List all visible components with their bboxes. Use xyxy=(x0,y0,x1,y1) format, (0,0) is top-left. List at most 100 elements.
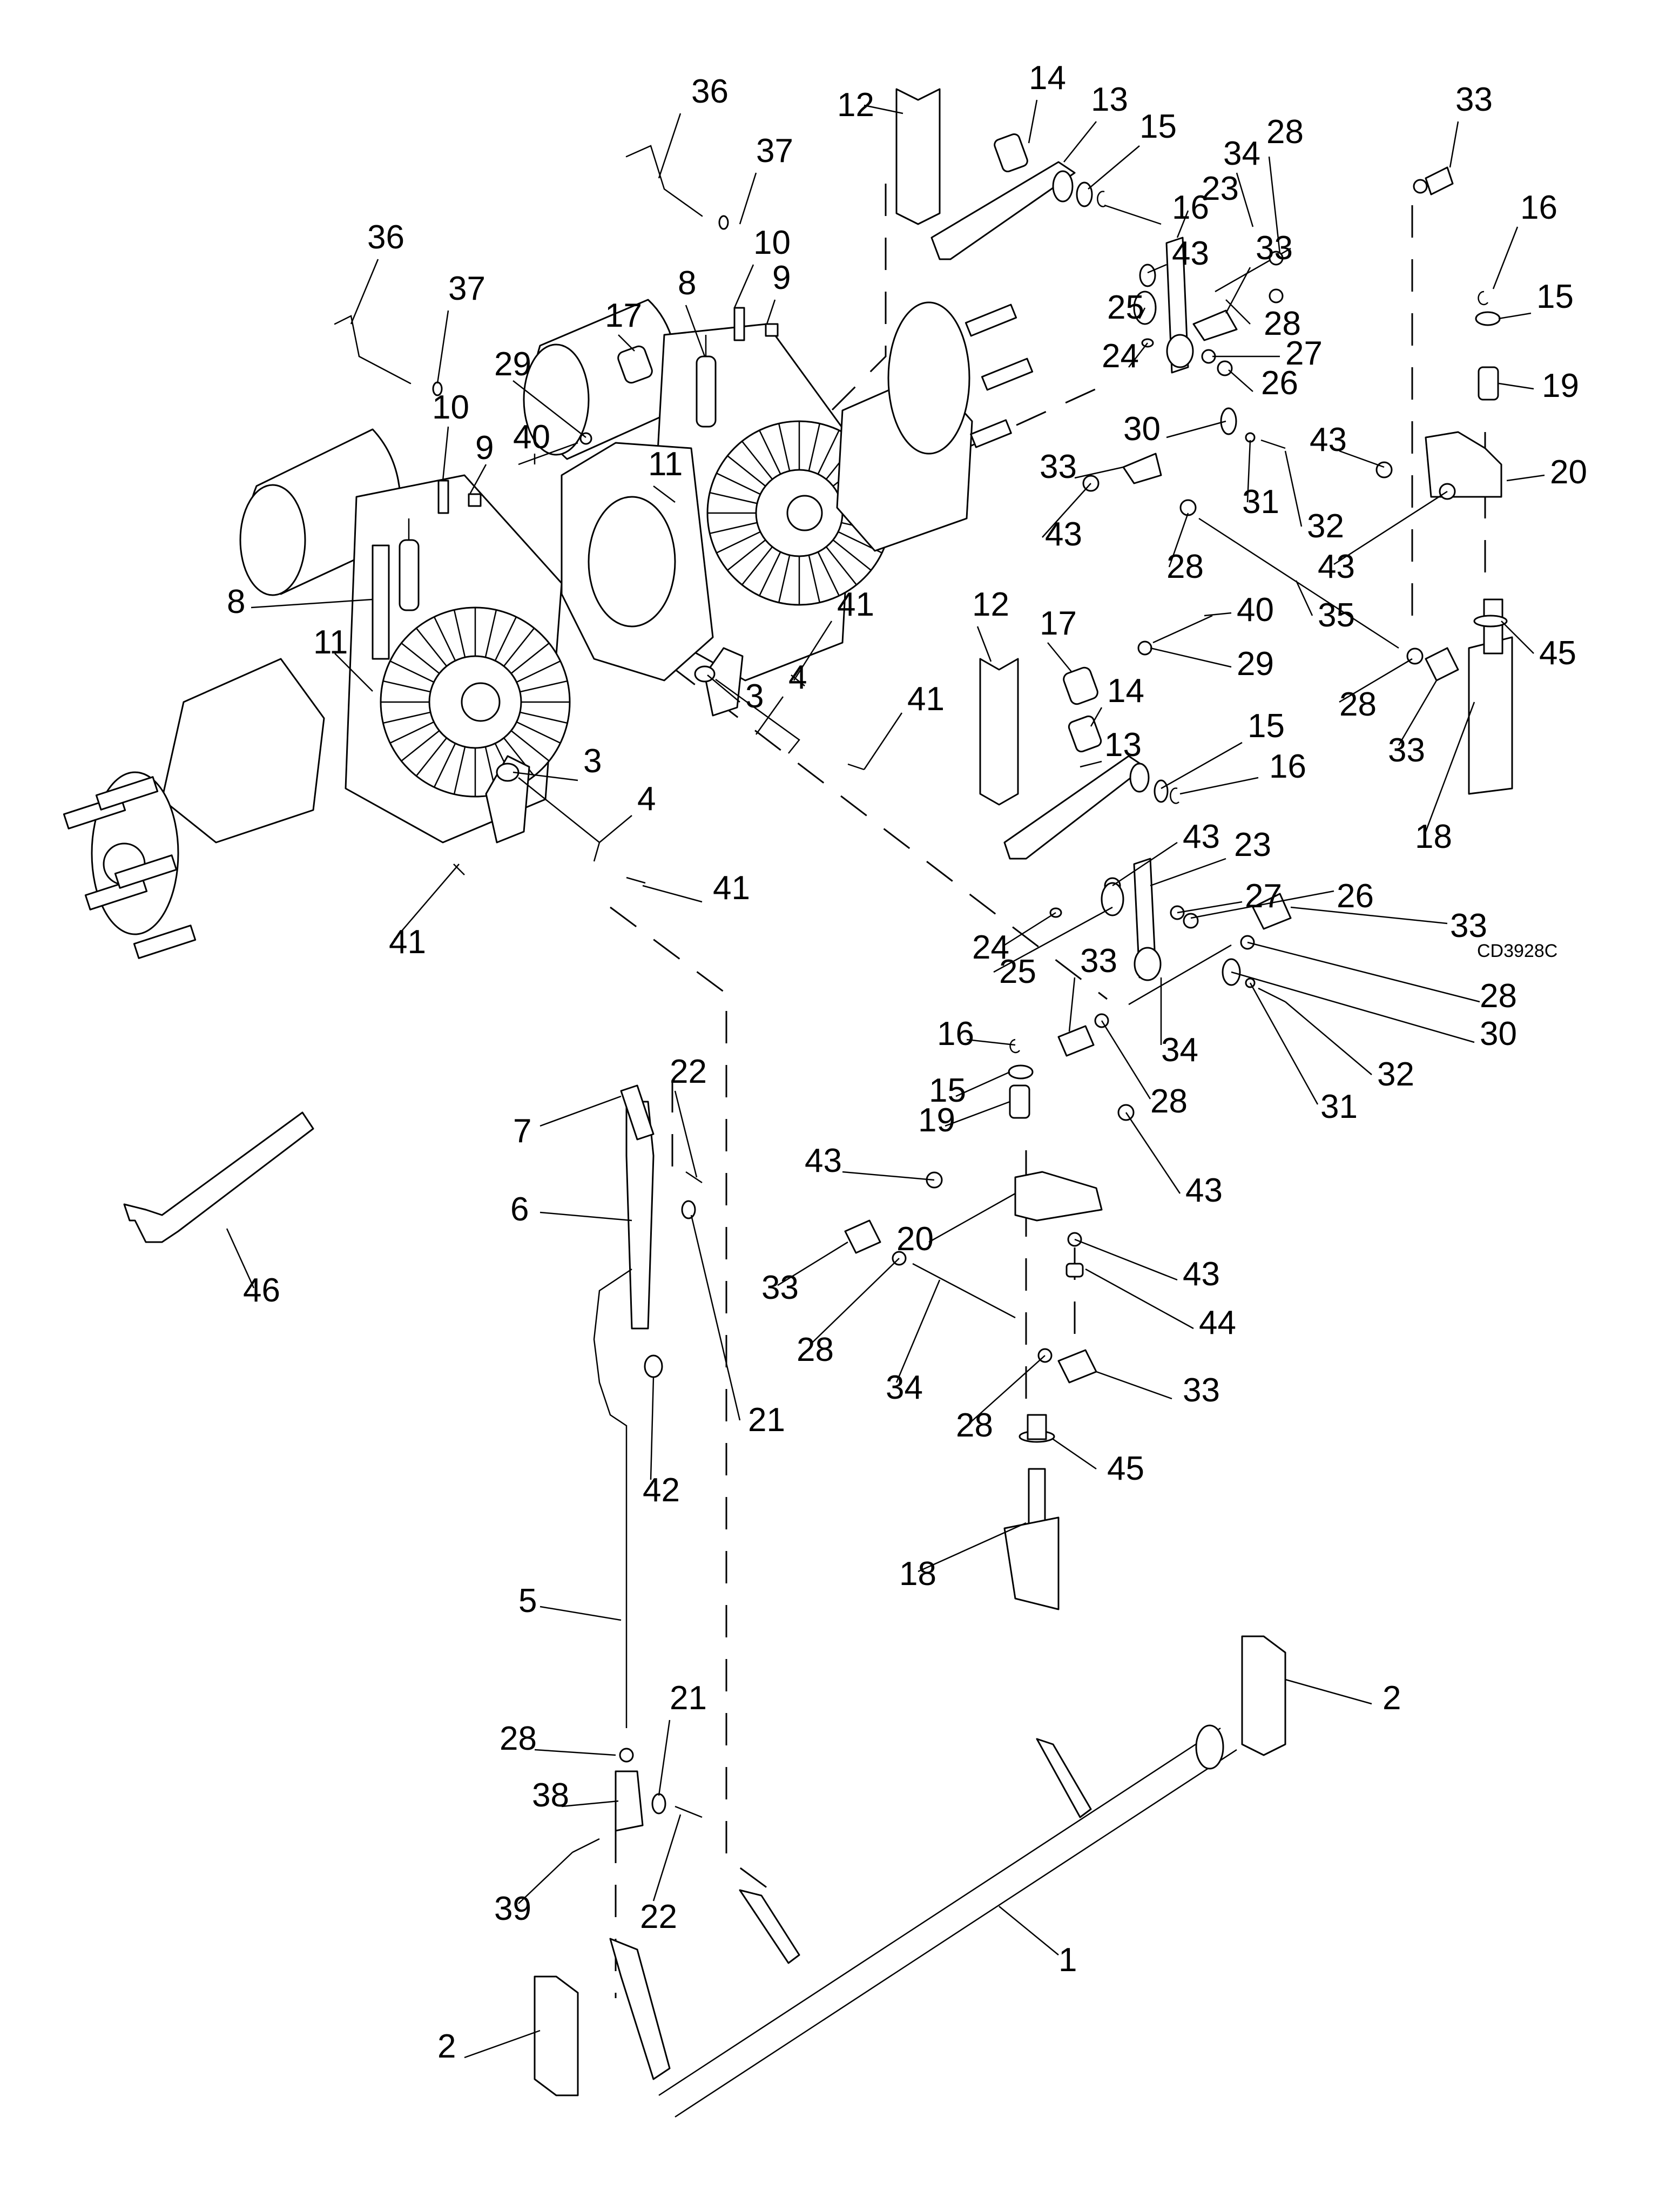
fan-blade xyxy=(817,551,840,596)
callout-label-16: 16 xyxy=(937,1015,974,1053)
nut-28 xyxy=(1179,499,1197,516)
screw-32 xyxy=(1260,439,1286,449)
leader-line xyxy=(685,305,706,357)
cotter-pin-41 xyxy=(791,675,805,686)
leader-line xyxy=(1161,741,1243,790)
lever-6 xyxy=(625,1101,655,1330)
callout-label-31: 31 xyxy=(1320,1088,1358,1125)
nut-43 xyxy=(1139,264,1156,287)
leader-line xyxy=(1004,912,1056,946)
leader-line xyxy=(976,626,992,662)
callout-label-28: 28 xyxy=(500,1720,537,1757)
callout-label-25: 25 xyxy=(1107,289,1144,326)
ball-joint-33 xyxy=(1425,647,1459,682)
callout-label-15: 15 xyxy=(1247,707,1285,745)
leader-line xyxy=(842,1171,935,1181)
leader-line xyxy=(864,104,903,114)
callout-label-8: 8 xyxy=(678,265,696,302)
left-transmission-assembly xyxy=(63,428,571,959)
leader-line xyxy=(1285,1001,1372,1075)
leader-line xyxy=(512,771,578,781)
leader-line xyxy=(755,696,784,735)
callout-label-11: 11 xyxy=(648,446,683,483)
leader-line xyxy=(1339,658,1413,703)
leader-line xyxy=(226,1228,255,1289)
callout-label-25: 25 xyxy=(999,953,1036,990)
callout-label-8: 8 xyxy=(227,583,245,621)
fan-blade xyxy=(709,491,758,504)
link-eye xyxy=(1134,947,1162,981)
callout-label-37: 37 xyxy=(448,270,485,307)
leader-line xyxy=(464,2029,541,2059)
leader-line xyxy=(810,1258,900,1345)
leader-line xyxy=(539,1095,622,1127)
fan-blade xyxy=(383,680,431,693)
callout-label-6: 6 xyxy=(510,1191,529,1228)
washer-37 xyxy=(718,215,729,230)
clevis-38 xyxy=(615,1770,644,1832)
leader-line xyxy=(1042,483,1091,538)
callout-label-19: 19 xyxy=(1542,367,1579,404)
bushing-14 xyxy=(1068,715,1102,753)
fan-blade xyxy=(516,721,561,744)
fan-blade xyxy=(825,546,857,585)
nut-28 xyxy=(1269,288,1284,304)
callout-label-10: 10 xyxy=(432,389,469,426)
leader-line xyxy=(1231,971,1475,1043)
callout-label-16: 16 xyxy=(1172,189,1209,226)
callout-label-23: 23 xyxy=(1234,826,1271,864)
callout-label-20: 20 xyxy=(1550,454,1587,491)
callout-label-19: 19 xyxy=(918,1102,955,1139)
clip-16 xyxy=(1097,191,1107,207)
pivot-3 xyxy=(694,665,716,683)
bolt xyxy=(437,480,449,514)
leader-line xyxy=(1101,1020,1151,1100)
callout-label-5: 5 xyxy=(518,1582,537,1620)
leader-line xyxy=(334,653,373,692)
callout-label-21: 21 xyxy=(748,1401,785,1439)
callout-label-13: 13 xyxy=(1104,726,1142,764)
bushing-17 xyxy=(617,345,653,384)
shaft-tab xyxy=(739,1889,800,1964)
tension-spring xyxy=(399,518,420,611)
callout-label-33: 33 xyxy=(1450,907,1487,945)
guide-line xyxy=(918,388,1097,471)
rod-34 xyxy=(912,1263,1016,1319)
callout-label-20: 20 xyxy=(896,1220,934,1258)
callout-label-34: 34 xyxy=(1223,135,1260,172)
cross-shaft-assembly xyxy=(534,1635,1286,2118)
cotter-pin-41 xyxy=(626,876,646,884)
callout-label-3: 3 xyxy=(583,743,602,780)
fan-blade xyxy=(401,730,440,762)
callout-label-13: 13 xyxy=(1091,81,1128,118)
bolt-40 xyxy=(1152,615,1213,644)
bushing-14 xyxy=(994,133,1028,173)
callout-label-31: 31 xyxy=(1242,483,1279,521)
fan-blade xyxy=(808,555,821,603)
callout-label-40: 40 xyxy=(1237,591,1274,629)
washer-15 xyxy=(1008,1064,1034,1080)
leader-line xyxy=(1053,1438,1097,1470)
ball-joint-33 xyxy=(1252,893,1292,930)
flange-bushing-45-body xyxy=(1027,1414,1047,1440)
callout-label-28: 28 xyxy=(1339,686,1377,723)
callout-label-28: 28 xyxy=(1266,113,1304,151)
callout-label-24: 24 xyxy=(1102,338,1139,375)
fan-blade xyxy=(778,423,791,471)
leader-line xyxy=(1150,647,1232,668)
leader-line xyxy=(1228,369,1253,392)
nut-26 xyxy=(1183,913,1199,929)
callout-label-32: 32 xyxy=(1377,1056,1414,1093)
callout-label-43: 43 xyxy=(1172,235,1209,272)
callout-label-16: 16 xyxy=(1520,189,1557,226)
leader-line xyxy=(1068,977,1076,1032)
fan-blade xyxy=(716,473,761,495)
shaft-arm xyxy=(609,1938,671,2080)
cotter-pin-41 xyxy=(453,864,465,875)
callout-label-14: 14 xyxy=(1029,59,1066,97)
leader-lines xyxy=(226,99,1545,2059)
fan-blade xyxy=(494,616,517,661)
leader-line xyxy=(918,1522,1027,1573)
wheel-studs xyxy=(63,776,197,959)
